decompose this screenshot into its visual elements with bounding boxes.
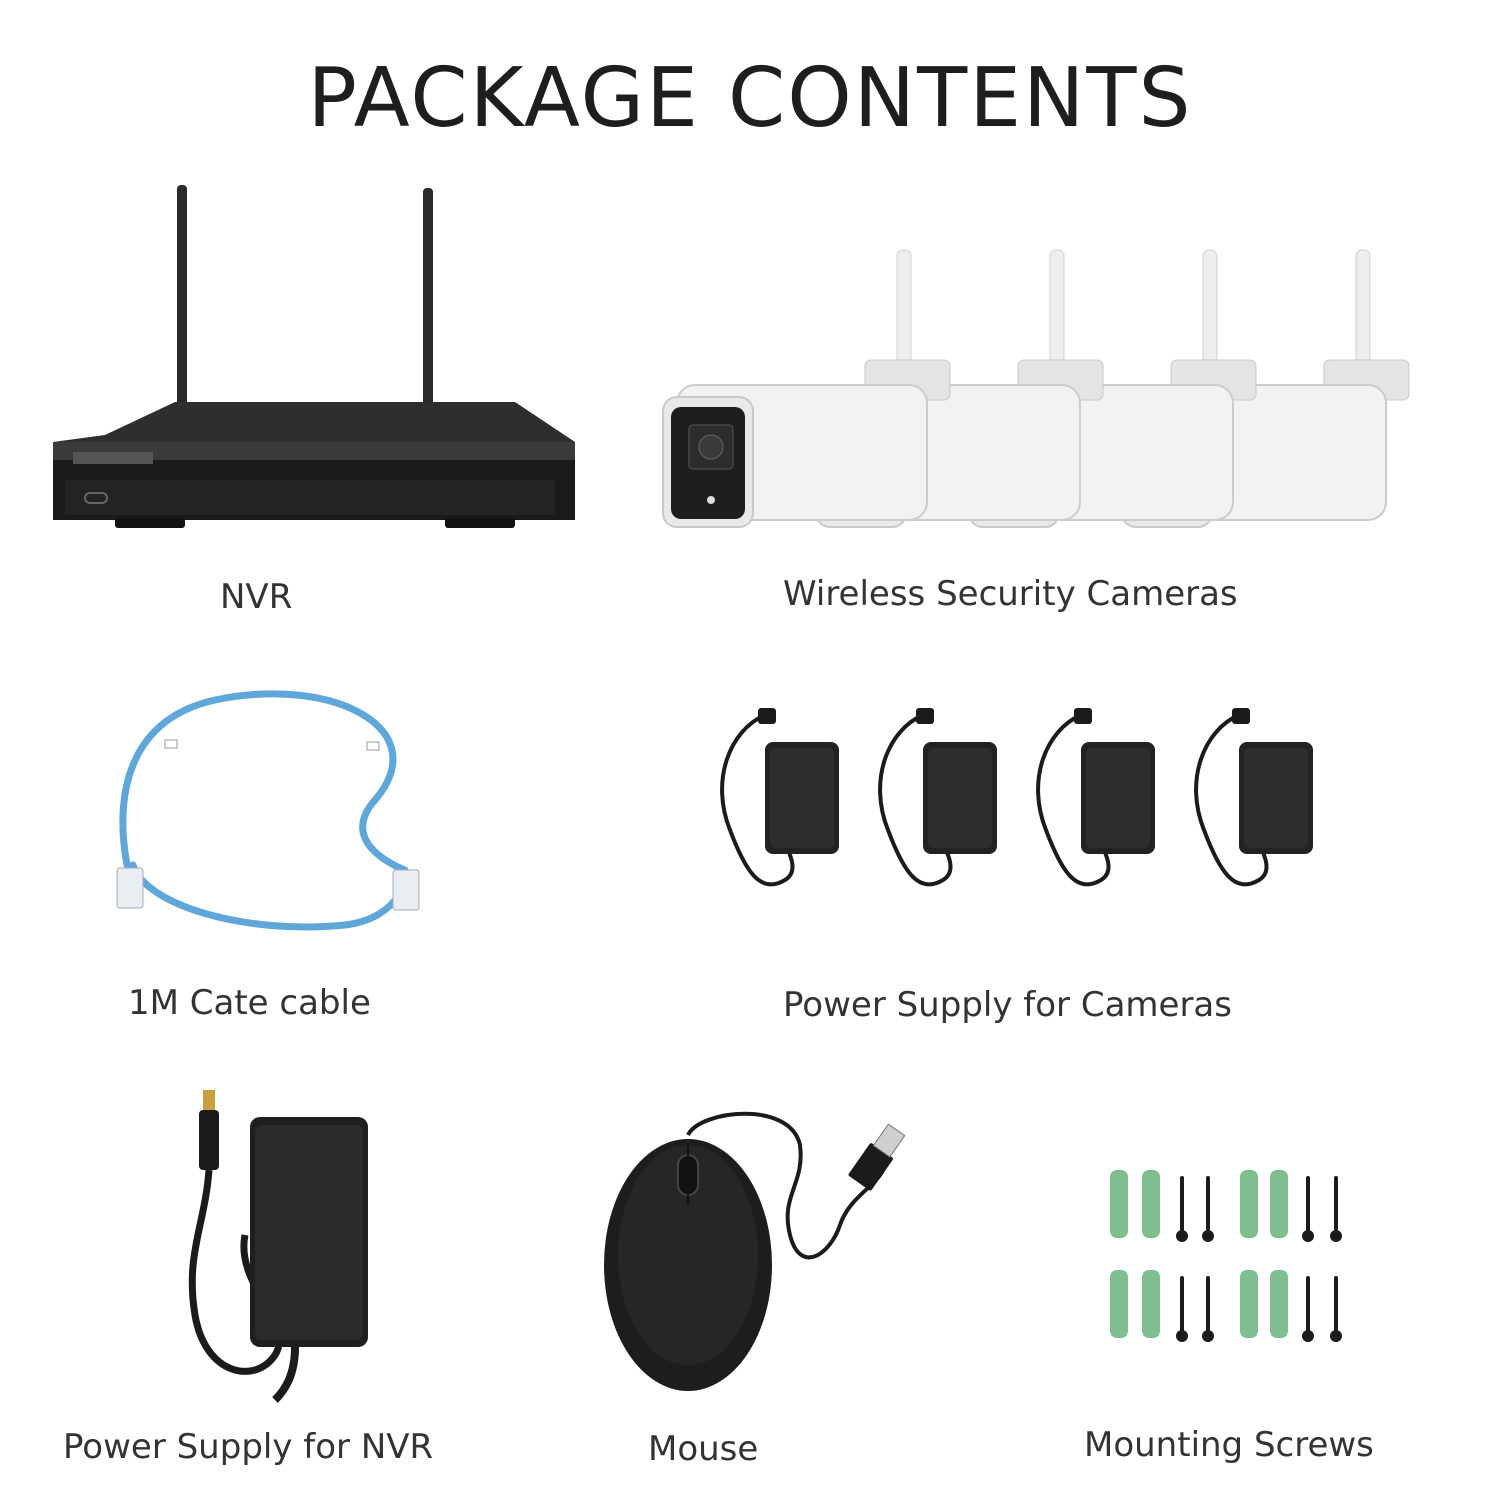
screw	[1330, 1176, 1342, 1242]
mouse-image	[604, 1111, 906, 1391]
nvr-power-supply-image	[188, 1090, 368, 1403]
camera-power-label: Power Supply for Cameras	[783, 985, 1232, 1025]
wall-anchor	[1270, 1270, 1288, 1338]
cameras-label: Wireless Security Cameras	[783, 574, 1238, 614]
wall-anchor	[1240, 1270, 1258, 1338]
screw	[1202, 1276, 1214, 1342]
network-cable-label: 1M Cate cable	[128, 983, 371, 1023]
network-cable-image	[116, 690, 420, 931]
nvr-power-label: Power Supply for NVR	[63, 1427, 434, 1467]
camera-power-supplies-image	[720, 708, 1313, 887]
wall-anchor	[1240, 1170, 1258, 1238]
page-title: PACKAGE CONTENTS	[307, 51, 1193, 146]
mounting-screws-image	[1110, 1170, 1342, 1342]
screw	[1302, 1276, 1314, 1342]
wall-anchor	[1142, 1270, 1160, 1338]
wall-anchor	[1270, 1170, 1288, 1238]
wall-anchor	[1110, 1170, 1128, 1238]
screw	[1202, 1176, 1214, 1242]
cameras-image	[662, 249, 1410, 528]
camera-power-adapter	[878, 708, 997, 887]
camera-unit	[662, 249, 951, 528]
wall-anchor	[1110, 1270, 1128, 1338]
nvr-label: NVR	[220, 577, 293, 617]
camera-power-adapter	[720, 708, 839, 887]
camera-power-adapter	[1194, 708, 1313, 887]
screw	[1176, 1176, 1188, 1242]
screw	[1302, 1176, 1314, 1242]
mouse-label: Mouse	[648, 1429, 759, 1469]
camera-power-adapter	[1036, 708, 1155, 887]
nvr-image	[53, 185, 575, 528]
wall-anchor	[1142, 1170, 1160, 1238]
mounting-screws-label: Mounting Screws	[1084, 1425, 1374, 1465]
screw	[1330, 1276, 1342, 1342]
screw	[1176, 1276, 1188, 1342]
